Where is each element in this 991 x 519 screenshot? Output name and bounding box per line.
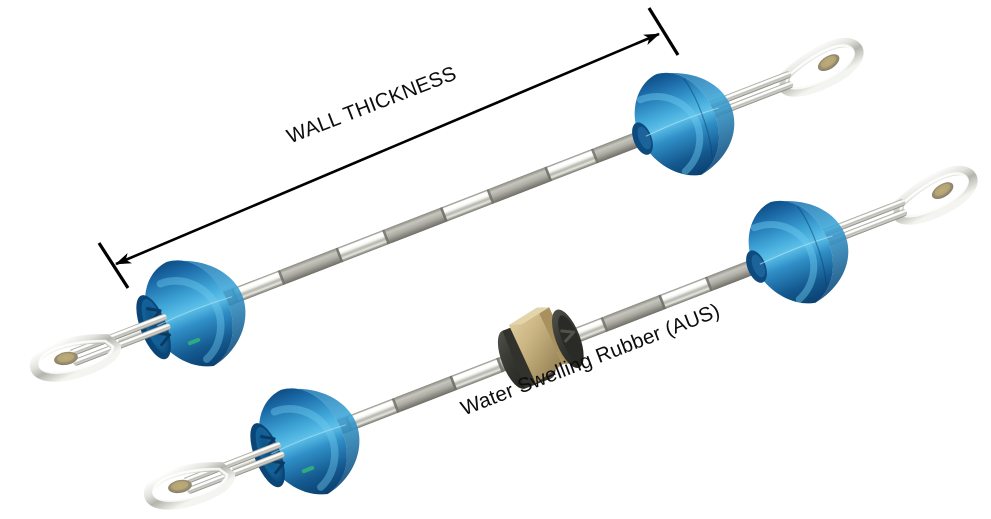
lower-tie-rod-assembly [130,129,991,519]
dimension-tick-left [97,242,130,289]
dimension-tick-right [647,7,680,56]
wall-thickness-dimension [97,7,680,289]
dimension-line [115,32,660,266]
